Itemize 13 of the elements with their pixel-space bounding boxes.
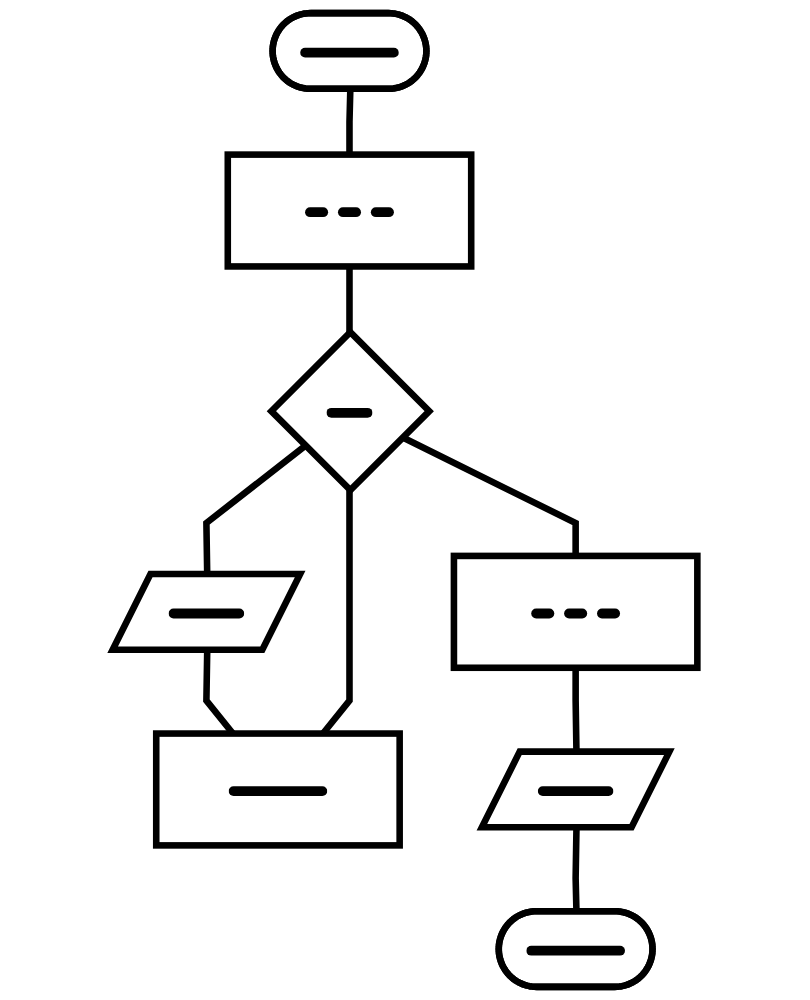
connector [203, 443, 308, 575]
connector [572, 828, 580, 913]
node-box [224, 151, 475, 270]
connector [346, 266, 353, 333]
node-parallelogram [107, 570, 306, 653]
node-box [450, 552, 701, 672]
node-parallelogram [476, 748, 675, 831]
connector [346, 89, 354, 155]
connector [572, 667, 580, 753]
connector [203, 650, 236, 736]
node-diamond [266, 327, 434, 495]
node-box [152, 730, 403, 849]
connector [400, 434, 579, 556]
